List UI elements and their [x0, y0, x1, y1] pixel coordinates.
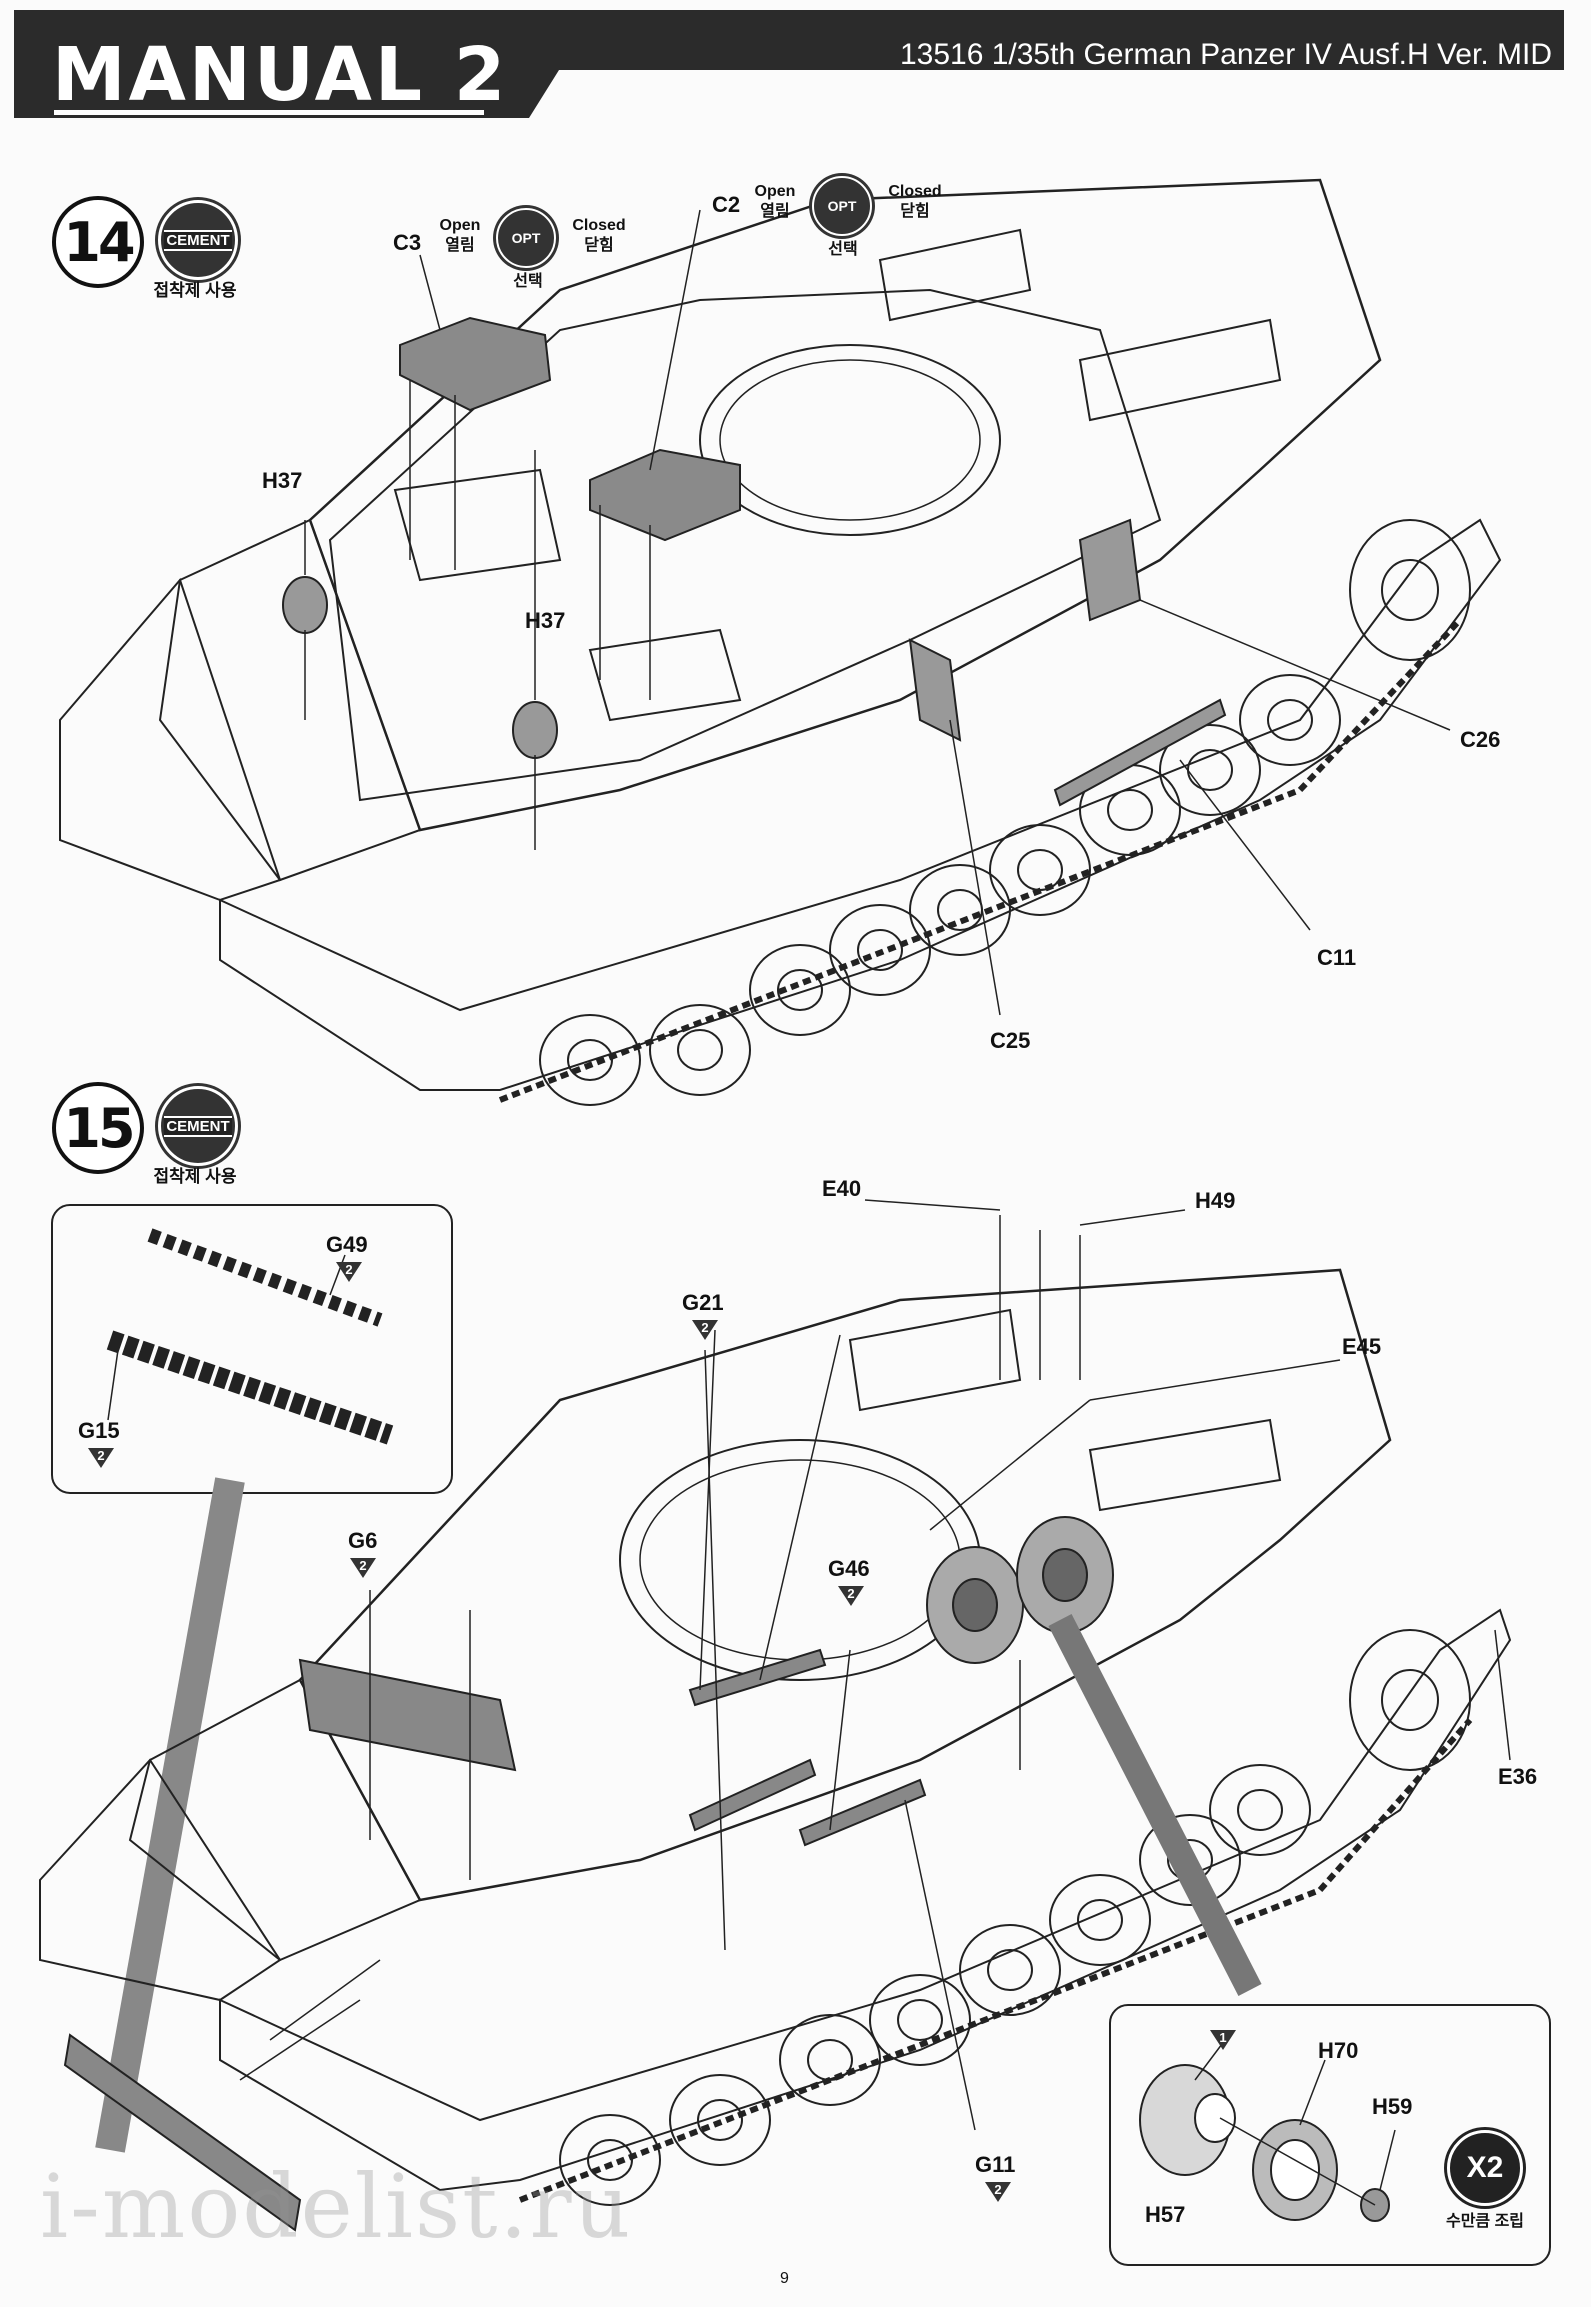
page-header: MANUAL 2 13516 1/35th German Panzer IV A…	[14, 10, 1564, 118]
opt-ko: 선택	[828, 241, 858, 258]
opt-ko: 선택	[513, 273, 543, 290]
part-label-e45: E45	[1342, 1334, 1382, 1359]
wheel-assembly-inset	[1109, 2004, 1551, 2266]
part-c11-strip	[1053, 698, 1227, 807]
part-g46-tool	[688, 1758, 817, 1832]
part-label-g11: G11	[975, 2152, 1016, 2177]
part-label-e36: E36	[1498, 1764, 1538, 1789]
sprue-badge: 2	[838, 1586, 864, 1606]
step-14-badge: 14	[42, 196, 154, 288]
part-g6-track	[298, 1658, 517, 1772]
opt-badge: OPT	[812, 176, 872, 236]
part-c2-hatch	[589, 448, 741, 542]
part-c3-hatch	[399, 316, 552, 412]
part-label-h59: H59	[1372, 2094, 1413, 2119]
step-15-badge: 15	[42, 1082, 154, 1174]
step15-hull-drawing	[39, 1199, 1512, 2232]
part-label-h37: H37	[262, 468, 303, 493]
part-h37-left	[282, 576, 328, 634]
sprue-badge: 2	[88, 1448, 114, 1468]
kit-title: 13516 1/35th German Panzer IV Ausf.H Ver…	[899, 38, 1552, 71]
part-g11-tool	[798, 1778, 927, 1847]
part-label-g46: G46	[828, 1556, 870, 1581]
watermark: i-modelist.ru	[40, 2155, 633, 2258]
cement-text: 접착제 사용	[153, 1167, 237, 1186]
part-label-c25: C25	[990, 1028, 1031, 1053]
repeat-text: 수만큼 조립	[1445, 2213, 1525, 2230]
part-label-g49: G49	[326, 1232, 368, 1257]
part-label-c3: C3	[393, 230, 422, 255]
cement-icon: CEMENT	[158, 200, 238, 280]
cement-icon: CEMENT	[158, 1086, 238, 1166]
page-number: 9	[780, 2270, 789, 2287]
part-label-c26: C26	[1460, 727, 1501, 752]
sprue-badge: 2	[985, 2182, 1011, 2202]
repeat-x2-badge: X2	[1447, 2130, 1523, 2206]
part-label-h37: H37	[525, 608, 566, 633]
part-label-g21: G21	[682, 1290, 724, 1315]
header-banner	[14, 10, 1564, 118]
part-label-c2: C2	[712, 192, 741, 217]
part-label-h70: H70	[1318, 2038, 1359, 2063]
part-label-g6: G6	[348, 1528, 378, 1553]
sprue-badge: 2	[350, 1558, 376, 1578]
sprue-badge: 2	[692, 1320, 718, 1340]
step14-hull-drawing	[59, 178, 1502, 1106]
step15-track-inset	[51, 1204, 453, 2153]
part-c26-bracket	[1078, 518, 1142, 622]
part-label-e40: E40	[822, 1176, 862, 1201]
part-label-h57: H57	[1145, 2202, 1186, 2227]
part-front-track	[63, 2033, 302, 2232]
part-label-g15: G15	[78, 1418, 120, 1443]
part-label-h49: H49	[1195, 1188, 1236, 1213]
part-h37-right	[512, 701, 558, 759]
part-label-c11: C11	[1317, 945, 1357, 970]
manual-title: MANUAL 2	[52, 32, 509, 118]
cement-text: 접착제 사용	[153, 281, 237, 300]
part-g21-tool	[688, 1648, 827, 1707]
title-underline	[54, 110, 484, 115]
opt-badge: OPT	[496, 208, 556, 268]
sprue-badge: 2	[336, 1262, 362, 1282]
sub-step-marker: 1	[1210, 2030, 1236, 2050]
part-c25-bracket	[908, 638, 962, 742]
